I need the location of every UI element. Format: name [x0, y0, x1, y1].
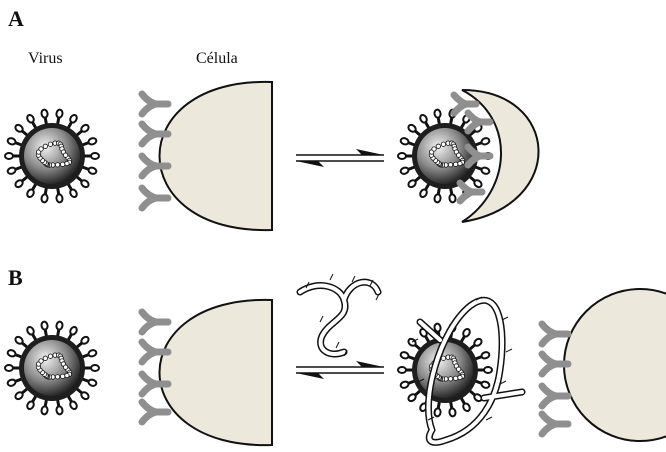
spike-head [7, 379, 17, 387]
tick-mark [320, 316, 323, 322]
spike-head [41, 194, 48, 203]
spike-head [41, 406, 48, 415]
tick-mark [506, 349, 512, 352]
equilibrium-arrows-a [296, 149, 384, 167]
spike-head [400, 137, 410, 145]
spike-head [14, 123, 24, 133]
spike-head [5, 365, 13, 371]
spike-head [26, 188, 35, 198]
spike-head [88, 379, 98, 387]
capsid [24, 340, 80, 396]
spike-head [56, 406, 63, 415]
spike-head [419, 188, 428, 198]
spike-head [481, 381, 491, 389]
spike-head [26, 326, 35, 336]
spike-head [481, 167, 491, 175]
receptor-icon [142, 188, 168, 208]
spike-head [14, 391, 24, 401]
cell-b [160, 300, 273, 445]
cell-a [160, 82, 273, 230]
spike-head [56, 109, 63, 118]
spike-head [91, 365, 99, 371]
spike-head [449, 408, 456, 417]
spike-head [407, 393, 417, 403]
spike-head [56, 194, 63, 203]
receptor-icon [542, 386, 568, 406]
spike-head [80, 335, 90, 345]
spike-head [14, 179, 24, 189]
virus-a-free [5, 109, 99, 203]
receptor-icon [542, 324, 568, 344]
spike-head [449, 194, 456, 203]
spike-head [88, 167, 98, 175]
capsid [24, 128, 80, 184]
receptor-icon [142, 402, 168, 422]
cell-b-right [564, 289, 666, 441]
spike-head [434, 109, 441, 118]
spike-head [56, 321, 63, 330]
equilibrium-arrows-b [296, 361, 384, 379]
spike-head [7, 137, 17, 145]
spike-head [5, 153, 13, 159]
spike-head [14, 335, 24, 345]
capsid [417, 128, 473, 184]
tick-mark [486, 417, 492, 420]
spike-head [7, 349, 17, 357]
spike-head [80, 391, 90, 401]
capsid [417, 342, 473, 398]
tick-mark [330, 274, 333, 280]
spike-head [69, 188, 78, 198]
spike-head [400, 351, 410, 359]
spike-head [26, 400, 35, 410]
spike-head [91, 153, 99, 159]
spike-head [398, 367, 406, 373]
spike-head [484, 367, 492, 373]
spike-head [41, 321, 48, 330]
spike-head [473, 337, 483, 347]
spike-head [407, 123, 417, 133]
spike-head [419, 114, 428, 124]
tick-mark [336, 342, 339, 348]
spike-head [80, 123, 90, 133]
receptor-icon [142, 312, 168, 332]
spike-head [88, 349, 98, 357]
spike-head [88, 137, 98, 145]
soluble-receptor-ribbon [300, 282, 378, 354]
spike-head [69, 400, 78, 410]
spike-head [481, 351, 491, 359]
spike-head [69, 326, 78, 336]
spike-head [69, 114, 78, 124]
virus-b-free [5, 321, 99, 415]
tick-mark [352, 276, 355, 282]
spike-head [407, 179, 417, 189]
spike-head [400, 381, 410, 389]
spike-head [434, 408, 441, 417]
spike-head [462, 328, 471, 338]
receptor-icon [542, 414, 568, 434]
spike-head [80, 179, 90, 189]
spike-head [7, 167, 17, 175]
spike-head [473, 179, 483, 189]
spike-head [434, 194, 441, 203]
spike-head [462, 402, 471, 412]
receptor-icon [142, 94, 168, 114]
spike-head [481, 137, 491, 145]
spike-head [398, 153, 406, 159]
spike-head [41, 109, 48, 118]
spike-head [407, 337, 417, 347]
spike-head [400, 167, 410, 175]
spike-head [26, 114, 35, 124]
